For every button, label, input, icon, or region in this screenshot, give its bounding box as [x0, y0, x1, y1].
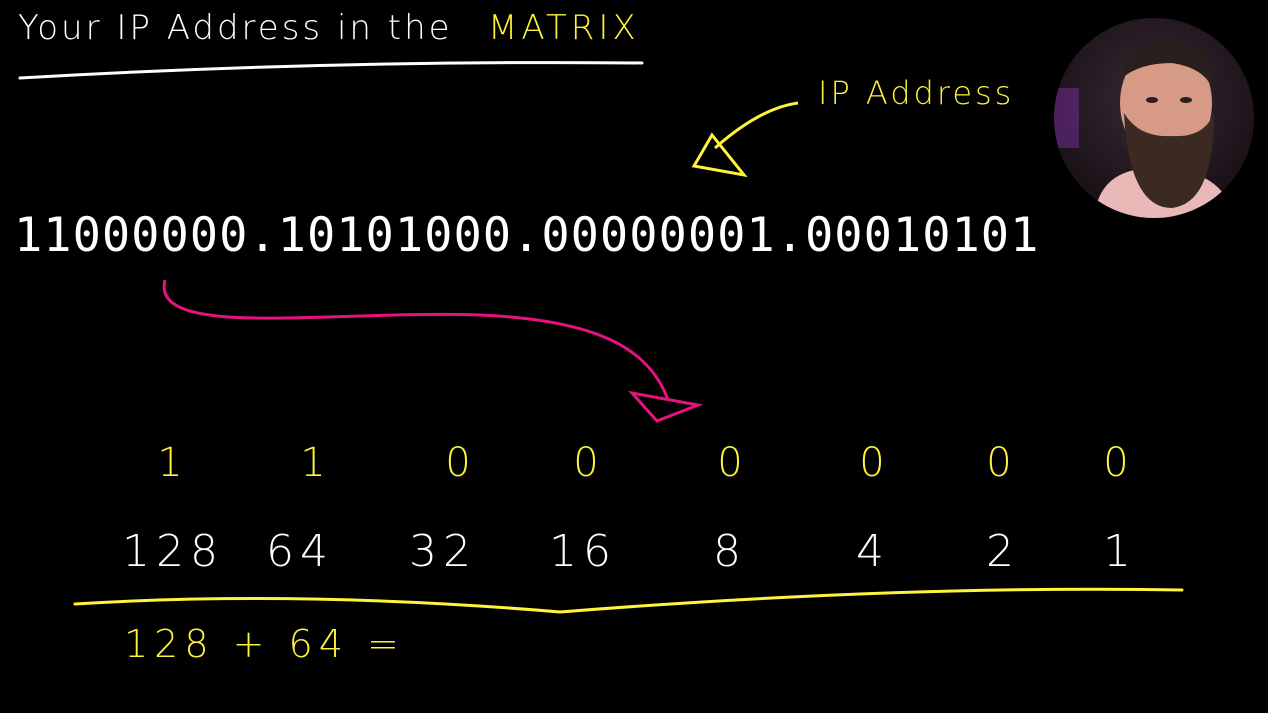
title-accent-matrix: MATRIX [488, 8, 640, 48]
presenter-webcam [1054, 18, 1254, 218]
place-value: 32 [409, 526, 477, 577]
presenter-avatar-icon [1054, 18, 1254, 218]
place-value: 2 [986, 526, 1020, 577]
bit-value: 0 [1103, 440, 1129, 486]
sum-divider-line [73, 587, 1184, 614]
bit-value: 0 [986, 440, 1012, 486]
page-title: Your IP Address in the [18, 8, 453, 48]
ip-arrow-shaft [714, 101, 799, 150]
title-underline [18, 61, 644, 80]
bit-value: 1 [157, 440, 183, 486]
pink-arrow-head [627, 390, 704, 423]
place-value: 4 [856, 526, 890, 577]
place-value: 16 [549, 526, 617, 577]
place-value: 64 [266, 526, 334, 577]
place-value: 8 [713, 526, 747, 577]
ip-address-label: IP Address [818, 74, 1015, 112]
ip-arrow-head [691, 132, 748, 178]
bit-value: 0 [859, 440, 885, 486]
sum-expression: 128 + 64 = [124, 622, 405, 666]
binary-ip-address: 11000000.10101000.00000001.00010101 [14, 208, 1040, 263]
bit-value: 0 [573, 440, 599, 486]
pink-arrow-shaft [162, 279, 670, 401]
bit-value: 0 [717, 440, 743, 486]
bit-value: 0 [445, 440, 471, 486]
bit-value: 1 [300, 440, 326, 486]
place-value: 1 [1103, 526, 1137, 577]
place-value: 128 [122, 526, 224, 577]
